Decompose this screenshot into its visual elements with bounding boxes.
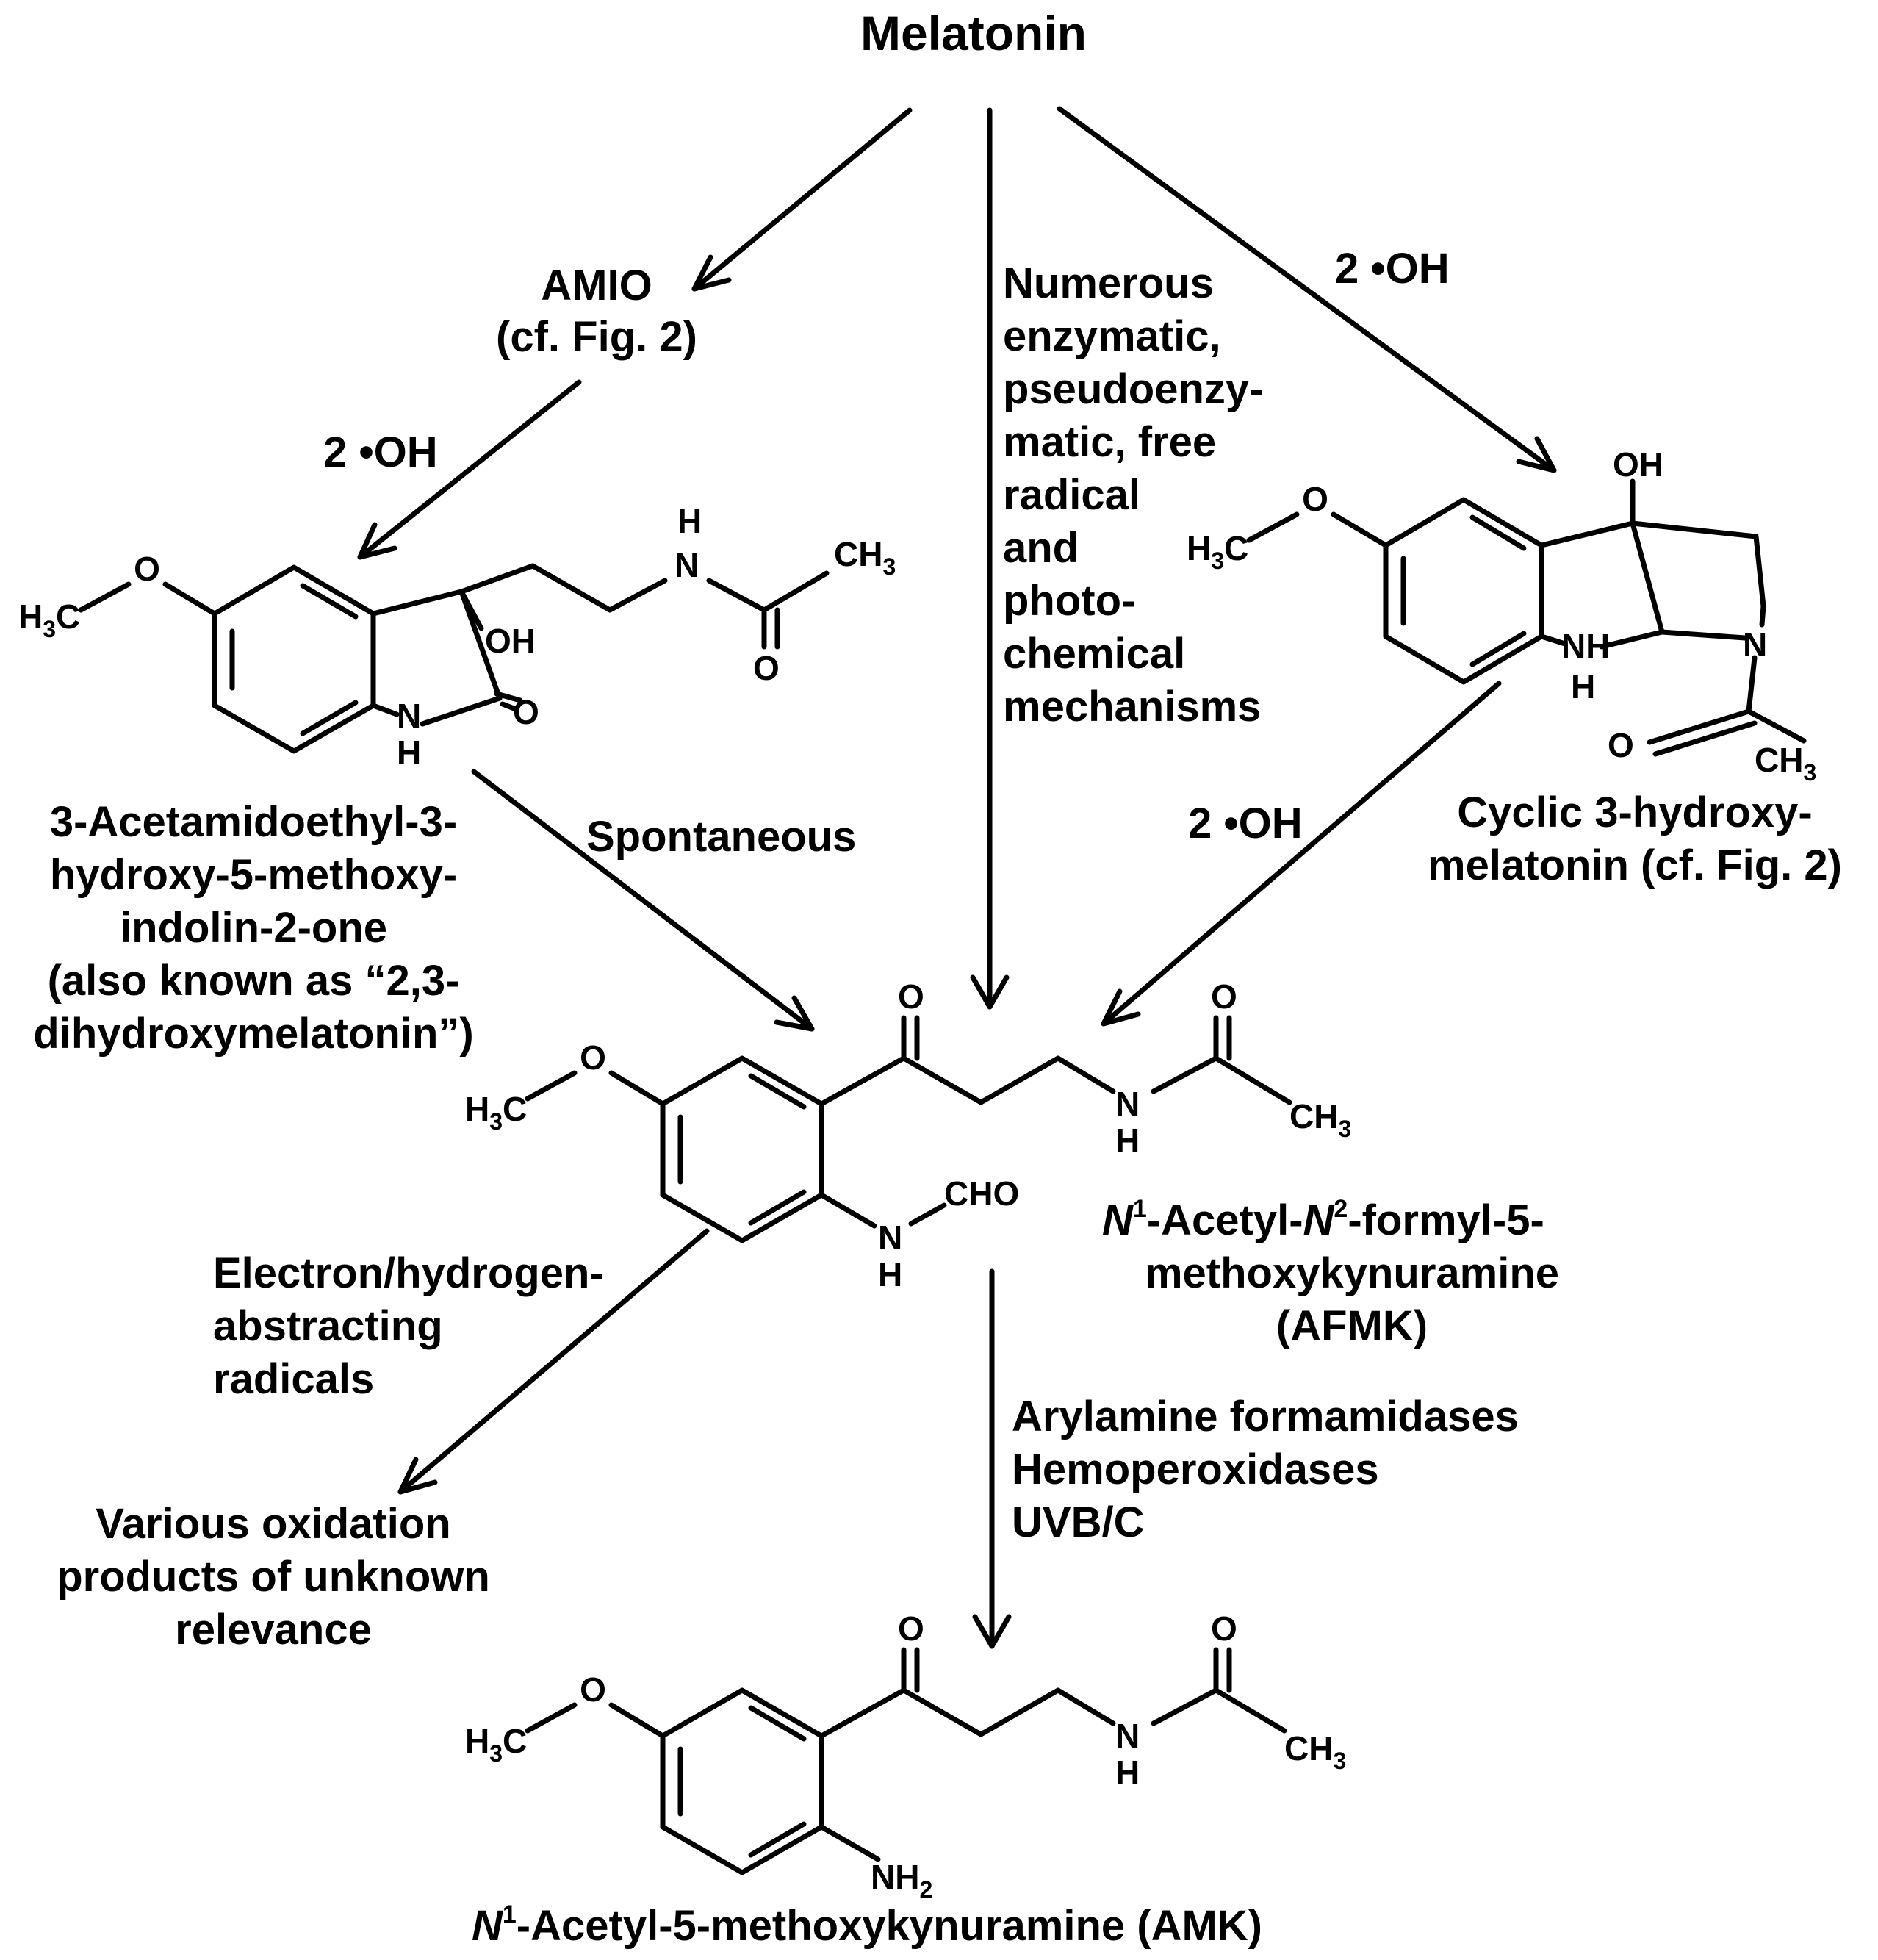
svg-text:abstracting: abstracting (213, 1302, 443, 1350)
various-products-label: Various oxidation products of unknown re… (57, 1500, 490, 1654)
svg-text:O: O (513, 693, 539, 731)
amio-label: AMIO (541, 262, 652, 309)
svg-text:chemical: chemical (1003, 630, 1185, 678)
cyclic-hydroxymelatonin-structure: O H3C OH NH H N O CH3 (1187, 445, 1816, 786)
svg-text:CHO: CHO (944, 1174, 1019, 1213)
svg-text:dihydroxymelatonin”): dihydroxymelatonin”) (33, 1010, 473, 1058)
svg-text:enzymatic,: enzymatic, (1003, 312, 1221, 360)
svg-text:photo-: photo- (1003, 577, 1135, 625)
arrow-melatonin-to-cyclic (1057, 106, 1557, 473)
svg-text:indolin-2-one: indolin-2-one (120, 904, 387, 952)
svg-text:H: H (1115, 1121, 1140, 1160)
amk-structure: O H3C O N H O CH3 NH2 (465, 1609, 1346, 1903)
svg-text:H: H (1571, 667, 1595, 706)
indolinone-structure: O H3C OH N H O H N O CH3 (18, 502, 896, 772)
svg-text:pseudoenzy-: pseudoenzy- (1003, 365, 1264, 413)
enzymes-label: Arylamine formamidases Hemoperoxidases U… (1012, 1393, 1519, 1546)
afmk-name-label: N1-Acetyl-N2-formyl-5- methoxykynuramine… (1102, 1195, 1559, 1350)
svg-text:radicals: radicals (213, 1355, 374, 1403)
svg-text:relevance: relevance (175, 1606, 372, 1654)
electron-hydrogen-label: Electron/hydrogen- abstracting radicals (213, 1249, 604, 1403)
arrow-cyclic-to-afmk (1101, 681, 1502, 1027)
svg-text:CH3: CH3 (1289, 1097, 1351, 1142)
svg-text:CH3: CH3 (1284, 1729, 1346, 1774)
svg-text:O: O (580, 1670, 606, 1709)
svg-text:O: O (898, 977, 924, 1016)
svg-text:radical: radical (1003, 471, 1140, 519)
svg-text:(AFMK): (AFMK) (1276, 1302, 1428, 1350)
svg-text:Cyclic 3-hydroxy-: Cyclic 3-hydroxy- (1457, 789, 1813, 836)
numerous-mechanisms-label: Numerous enzymatic, pseudoenzy- matic, f… (1003, 259, 1264, 730)
svg-text:methoxykynuramine: methoxykynuramine (1145, 1249, 1559, 1297)
afmk-structure: O H3C O N H O CH3 N H CHO (465, 977, 1351, 1293)
svg-text:N: N (1115, 1717, 1140, 1755)
svg-text:Various oxidation: Various oxidation (96, 1500, 450, 1548)
arrow-melatonin-to-afmk (970, 107, 1010, 1010)
svg-text:mechanisms: mechanisms (1003, 683, 1261, 730)
svg-text:N1-Acetyl-N2-formyl-5-: N1-Acetyl-N2-formyl-5- (1102, 1195, 1544, 1244)
svg-text:N: N (674, 546, 699, 584)
svg-text:O: O (1211, 1609, 1237, 1648)
svg-text:H3C: H3C (1187, 529, 1248, 574)
svg-text:O: O (898, 1609, 924, 1648)
two-oh-afmk-label: 2 •OH (1188, 800, 1303, 847)
svg-text:H3C: H3C (465, 1090, 527, 1135)
svg-text:O: O (1302, 480, 1328, 518)
svg-text:N: N (1115, 1085, 1140, 1123)
svg-text:products of unknown: products of unknown (57, 1553, 490, 1601)
svg-text:OH: OH (485, 622, 536, 660)
cyclic-hydroxymelatonin-name-label: Cyclic 3-hydroxy- melatonin (cf. Fig. 2) (1428, 789, 1842, 889)
svg-text:melatonin (cf. Fig. 2): melatonin (cf. Fig. 2) (1428, 841, 1842, 889)
svg-text:H3C: H3C (465, 1722, 527, 1767)
arrow-melatonin-to-amio (691, 107, 913, 292)
spontaneous-label: Spontaneous (586, 813, 856, 861)
svg-text:and: and (1003, 524, 1079, 572)
svg-text:hydroxy-5-methoxy-: hydroxy-5-methoxy- (50, 851, 457, 899)
arrow-amio-to-indolinone (357, 379, 582, 560)
svg-text:Numerous: Numerous (1003, 259, 1214, 307)
indolinone-name-label: 3-Acetamidoethyl-3- hydroxy-5-methoxy- i… (33, 798, 473, 1058)
svg-text:N: N (397, 697, 421, 735)
svg-text:H3C: H3C (18, 597, 80, 642)
svg-text:matic, free: matic, free (1003, 418, 1216, 466)
svg-text:N: N (878, 1218, 902, 1257)
svg-text:CH3: CH3 (1755, 741, 1816, 786)
svg-text:N: N (1743, 625, 1767, 664)
svg-text:O: O (580, 1038, 606, 1077)
svg-text:(also known as “2,3-: (also known as “2,3- (48, 957, 460, 1005)
svg-text:H: H (878, 1255, 902, 1293)
svg-text:UVB/C: UVB/C (1012, 1498, 1144, 1546)
svg-text:CH3: CH3 (834, 535, 896, 580)
svg-text:O: O (134, 550, 160, 588)
svg-text:O: O (753, 649, 780, 687)
arrow-afmk-to-amk (972, 1268, 1012, 1649)
amio-reference: (cf. Fig. 2) (496, 313, 697, 361)
svg-text:Hemoperoxidases: Hemoperoxidases (1012, 1446, 1379, 1493)
svg-text:Electron/hydrogen-: Electron/hydrogen- (213, 1249, 604, 1297)
svg-text:OH: OH (1613, 445, 1663, 484)
svg-text:H: H (397, 733, 421, 772)
two-oh-amio-label: 2 •OH (323, 428, 438, 476)
svg-text:3-Acetamidoethyl-3-: 3-Acetamidoethyl-3- (50, 798, 457, 846)
amk-name-label: N1-Acetyl-5-methoxykynuramine (AMK) (472, 1900, 1262, 1950)
two-oh-cyclic-label: 2 •OH (1335, 245, 1450, 292)
svg-text:O: O (1211, 977, 1237, 1016)
arrow-afmk-to-various (397, 1228, 710, 1495)
arrow-indolinone-to-afmk (471, 769, 815, 1032)
svg-text:H: H (1115, 1753, 1140, 1792)
svg-text:O: O (1608, 726, 1634, 764)
svg-text:NH2: NH2 (871, 1858, 932, 1903)
svg-text:H: H (677, 502, 702, 540)
svg-text:Arylamine formamidases: Arylamine formamidases (1012, 1393, 1519, 1440)
melatonin-title: Melatonin (860, 6, 1087, 60)
svg-text:NH: NH (1561, 627, 1610, 665)
